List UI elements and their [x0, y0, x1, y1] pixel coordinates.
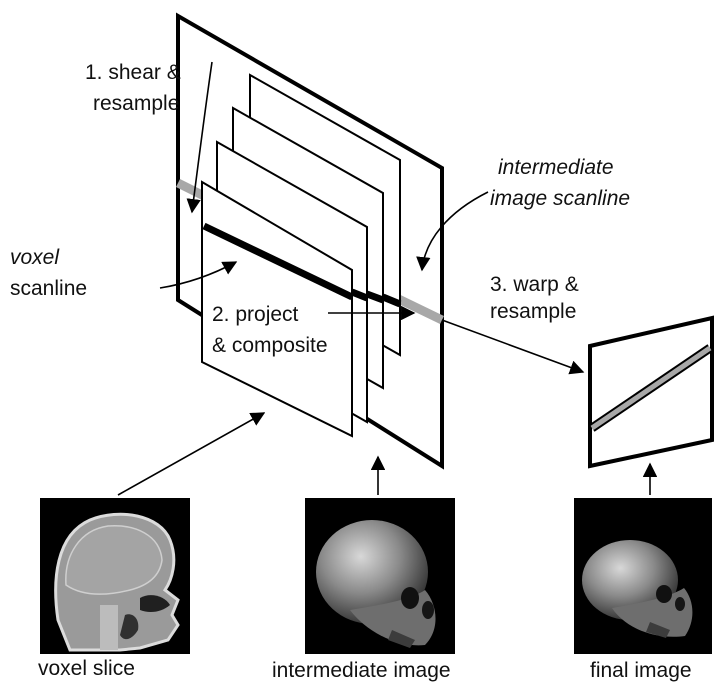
voxel-scanline-label-line1: voxel — [10, 246, 60, 269]
step1-label-line1: 1. shear & — [85, 61, 181, 84]
step3-label-line2: resample — [490, 300, 576, 323]
final-image-thumbnail — [574, 498, 712, 654]
intermediate-image-thumbnail — [305, 498, 455, 654]
arrow-voxel-slice — [118, 413, 264, 495]
step2-label-line1: 2. project — [212, 303, 299, 326]
intermediate-scanline-label-line1: intermediate — [498, 156, 614, 179]
voxel-scanline-label-line2: scanline — [10, 277, 87, 300]
step2-label-line2: & composite — [212, 334, 328, 357]
arrow-warp — [442, 320, 583, 372]
caption-voxel-slice: voxel slice — [38, 657, 135, 680]
voxel-slice-thumbnail — [40, 498, 190, 654]
caption-intermediate-image: intermediate image — [272, 659, 451, 682]
caption-final-image: final image — [590, 659, 692, 682]
intermediate-scanline-label-line2: image scanline — [490, 187, 630, 210]
step3-label-line1: 3. warp & — [490, 273, 579, 296]
step1-label-line2: resample — [93, 92, 179, 115]
